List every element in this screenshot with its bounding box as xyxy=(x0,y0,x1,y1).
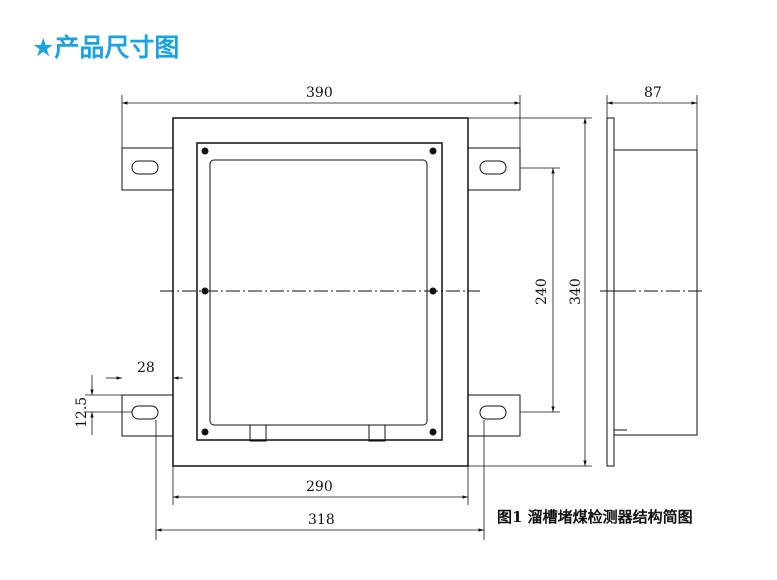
figure-caption: 图1 溜槽堵煤检测器结构简图 xyxy=(497,508,693,526)
side-view xyxy=(600,117,705,467)
section-title: ★产品尺寸图 xyxy=(32,33,180,62)
dim-390: 390 xyxy=(306,85,333,101)
dim-12-5: 12.5 xyxy=(74,397,90,428)
dim-290: 290 xyxy=(306,479,333,495)
dim-340: 340 xyxy=(568,278,584,305)
front-view xyxy=(121,117,521,467)
dim-318: 318 xyxy=(308,512,335,528)
dim-28: 28 xyxy=(137,360,155,376)
dim-87: 87 xyxy=(644,85,662,101)
dim-240: 240 xyxy=(534,278,550,305)
